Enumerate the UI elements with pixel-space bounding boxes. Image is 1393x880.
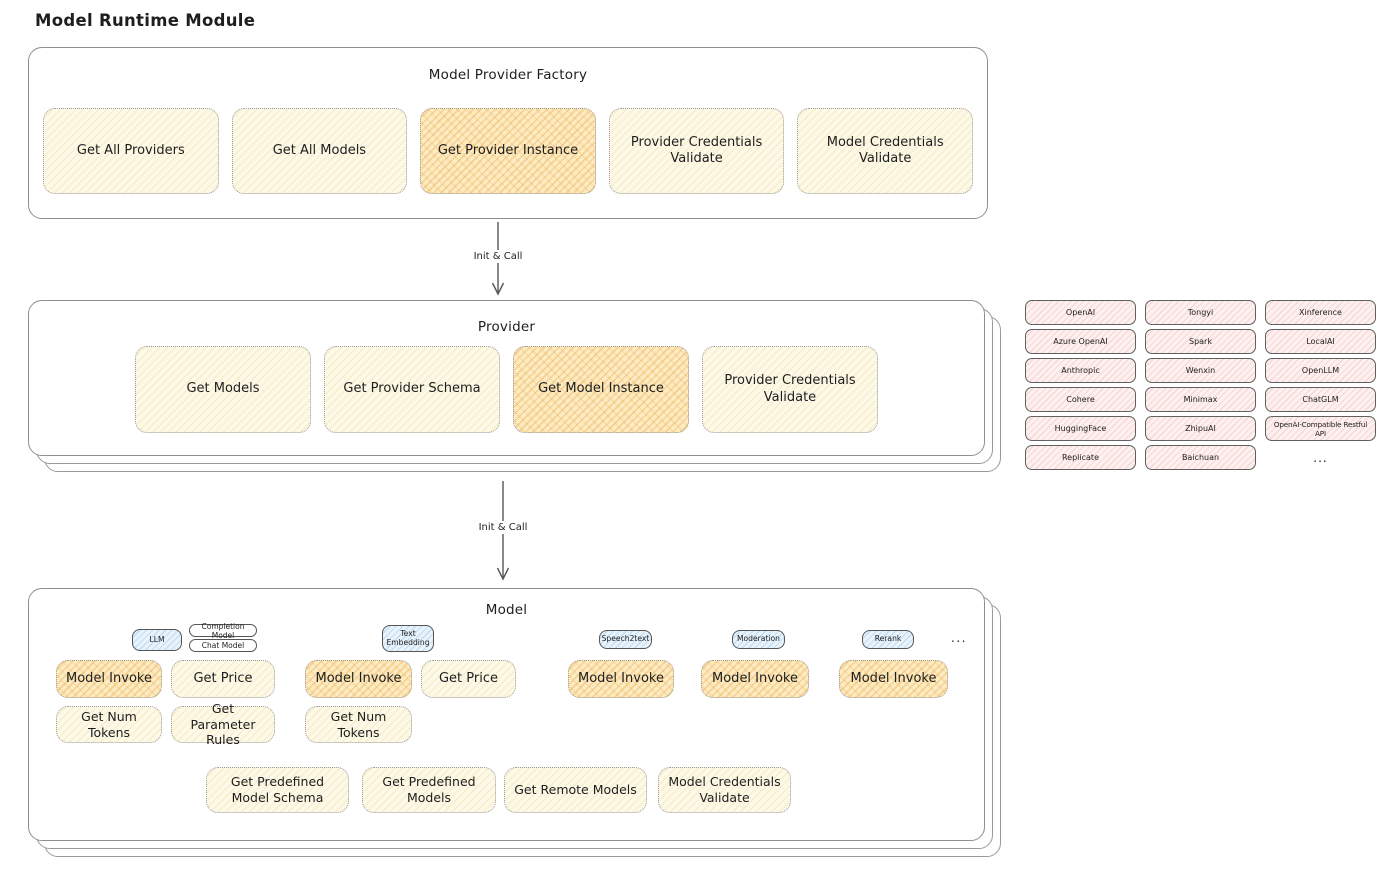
provider-chip-openai: OpenAI: [1025, 300, 1136, 325]
get-remote-models-node: Get Remote Models: [504, 767, 647, 813]
get-model-instance-node: Get Model Instance: [513, 346, 689, 433]
llm-get-price-node: Get Price: [171, 660, 275, 698]
provider-nodes-row: Get Models Get Provider Schema Get Model…: [43, 346, 970, 433]
provider-credentials-validate-node: Provider Credentials Validate: [608, 108, 785, 194]
llm-get-parameter-rules-node: Get Parameter Rules: [171, 701, 275, 747]
get-all-models-node: Get All Models: [231, 108, 408, 194]
provider-chip-openllm: OpenLLM: [1265, 358, 1376, 383]
tab-moderation: Moderation: [732, 630, 785, 649]
model-credentials-validate-node-2: Model Credentials Validate: [658, 767, 791, 813]
page-title: Model Runtime Module: [35, 11, 256, 30]
provider-chip-xinference: Xinference: [1265, 300, 1376, 325]
get-predefined-models-node: Get Predefined Models: [362, 767, 496, 813]
moderation-model-invoke-node: Model Invoke: [701, 660, 809, 698]
tab-rerank: Rerank: [862, 630, 914, 649]
text-embedding-get-num-tokens-node: Get Num Tokens: [305, 706, 412, 743]
get-provider-schema-node: Get Provider Schema: [324, 346, 500, 433]
provider-chip-zhipuai: ZhipuAI: [1145, 416, 1256, 441]
provider-title: Provider: [477, 319, 536, 335]
llm-get-num-tokens-node: Get Num Tokens: [56, 706, 162, 743]
provider-chip-huggingface: HuggingFace: [1025, 416, 1136, 441]
tab-text-embedding: Text Embedding: [382, 625, 434, 652]
provider-chip-minimax: Minimax: [1145, 387, 1256, 412]
model-frame: Model LLM Completion Model Chat Model Te…: [28, 588, 985, 841]
provider-chip-baichuan: Baichuan: [1145, 445, 1256, 470]
get-provider-instance-node: Get Provider Instance: [420, 108, 596, 194]
factory-nodes-row: Get All Providers Get All Models Get Pro…: [43, 108, 973, 194]
tab-llm: LLM: [132, 629, 182, 651]
provider-chip-azure-openai: Azure OpenAI: [1025, 329, 1136, 354]
provider-chip-openai-compatible: OpenAI-Compatible Restful API: [1265, 416, 1376, 441]
get-models-node: Get Models: [135, 346, 311, 433]
provider-frame: Provider Get Models Get Provider Schema …: [28, 300, 985, 456]
model-title: Model: [485, 602, 528, 618]
get-predefined-model-schema-node: Get Predefined Model Schema: [206, 767, 349, 813]
provider-chip-chatglm: ChatGLM: [1265, 387, 1376, 412]
init-call-label-1: Init & Call: [469, 250, 527, 263]
llm-subtabs: Completion Model Chat Model: [189, 622, 257, 652]
provider-chip-tongyi: Tongyi: [1145, 300, 1256, 325]
provider-chip-anthropic: Anthropic: [1025, 358, 1136, 383]
provider-chip-localai: LocalAI: [1265, 329, 1376, 354]
model-credentials-validate-node: Model Credentials Validate: [797, 108, 973, 194]
text-embedding-get-price-node: Get Price: [421, 660, 516, 698]
text-embedding-model-invoke-node: Model Invoke: [305, 660, 412, 698]
model-provider-factory-frame: Model Provider Factory Get All Providers…: [28, 47, 988, 219]
subtab-completion-model: Completion Model: [189, 622, 257, 640]
provider-credentials-validate-node-2: Provider Credentials Validate: [702, 346, 878, 433]
rerank-model-invoke-node: Model Invoke: [839, 660, 948, 698]
tab-speech2text: Speech2text: [599, 630, 652, 649]
provider-chip-cohere: Cohere: [1025, 387, 1136, 412]
provider-list-grid: OpenAI Tongyi Xinference Azure OpenAI Sp…: [1025, 300, 1379, 470]
llm-model-invoke-node: Model Invoke: [56, 660, 162, 698]
speech2text-model-invoke-node: Model Invoke: [568, 660, 674, 698]
provider-list-ellipsis: ...: [1313, 450, 1328, 465]
model-tabs-ellipsis: ...: [951, 631, 967, 645]
model-provider-factory-title: Model Provider Factory: [428, 67, 588, 83]
provider-chip-replicate: Replicate: [1025, 445, 1136, 470]
provider-chip-spark: Spark: [1145, 329, 1256, 354]
get-all-providers-node: Get All Providers: [43, 108, 219, 194]
init-call-label-2: Init & Call: [474, 521, 532, 534]
subtab-chat-model: Chat Model: [189, 639, 257, 652]
provider-chip-wenxin: Wenxin: [1145, 358, 1256, 383]
